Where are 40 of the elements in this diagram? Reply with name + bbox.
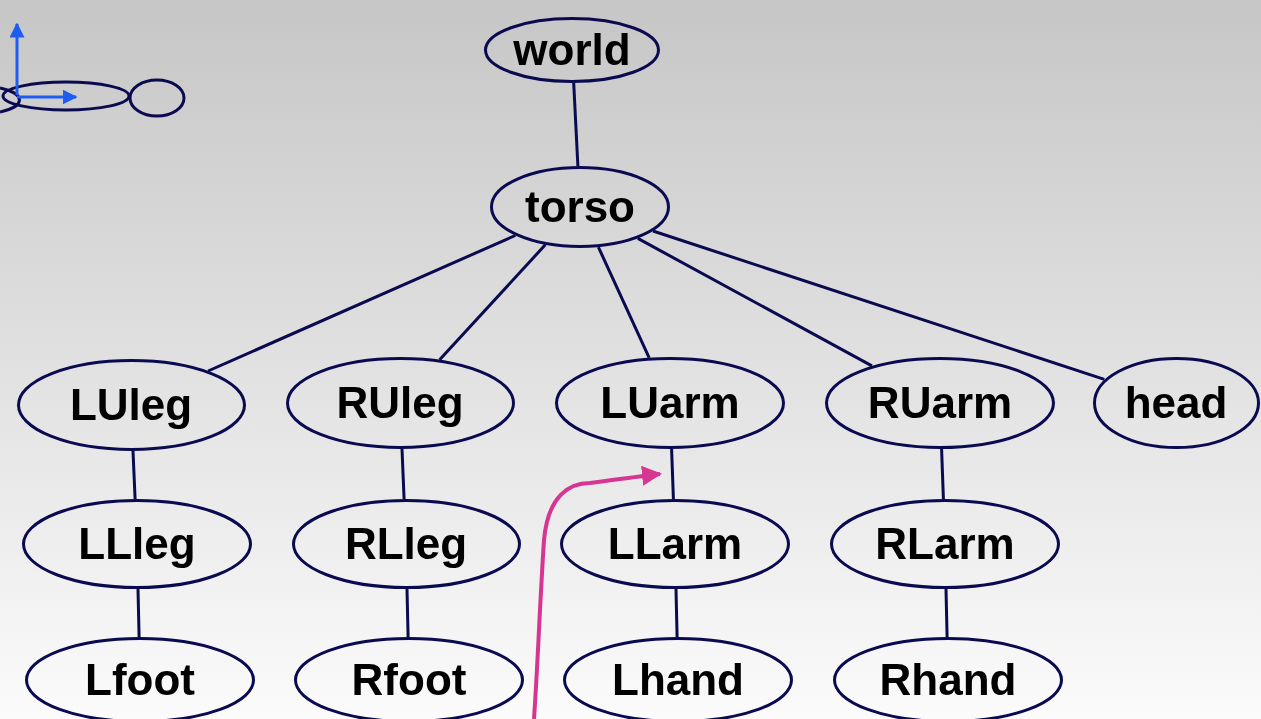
node-label: LUleg [69, 380, 193, 430]
node-label: world [513, 25, 631, 75]
node-label: torso [525, 182, 635, 232]
connector-line [572, 82, 580, 167]
ellipse-node [1092, 357, 1260, 449]
node-label: LLarm [607, 519, 743, 569]
ellipse-node [291, 499, 521, 589]
node-label: Rfoot [351, 655, 467, 705]
connector-line [674, 588, 679, 638]
connector-line [652, 229, 1105, 381]
node-label: RLleg [344, 519, 468, 569]
node-label: LLleg [78, 519, 196, 569]
ellipse-node [490, 166, 670, 248]
connector-line [670, 448, 675, 500]
connector-line [131, 450, 137, 500]
ellipse-node [22, 499, 252, 589]
connector-line [207, 234, 516, 373]
connector-line [940, 448, 945, 500]
ellipse-node [830, 499, 1060, 589]
node-label: head [1124, 378, 1228, 428]
connector-line [136, 588, 141, 638]
connector-line [438, 243, 547, 361]
node-label: RUleg [336, 378, 464, 428]
node-label: RLarm [875, 519, 1015, 569]
connector-line [597, 246, 651, 359]
ellipse-node [825, 357, 1055, 449]
node-label: LUarm [600, 378, 740, 428]
node-label: Lhand [612, 655, 744, 705]
connector-line [944, 588, 949, 638]
node-label: Rhand [879, 655, 1017, 705]
node-label: Lfoot [85, 655, 195, 705]
connector-line [405, 588, 410, 638]
ellipse-node [555, 357, 785, 449]
ellipse-node [560, 499, 790, 589]
node-label: RUarm [867, 378, 1013, 428]
ellipse-node [16, 359, 246, 451]
connector-line [637, 237, 873, 368]
ellipse-node [285, 357, 515, 449]
connector-line [400, 448, 406, 500]
ellipse-node [484, 17, 660, 83]
